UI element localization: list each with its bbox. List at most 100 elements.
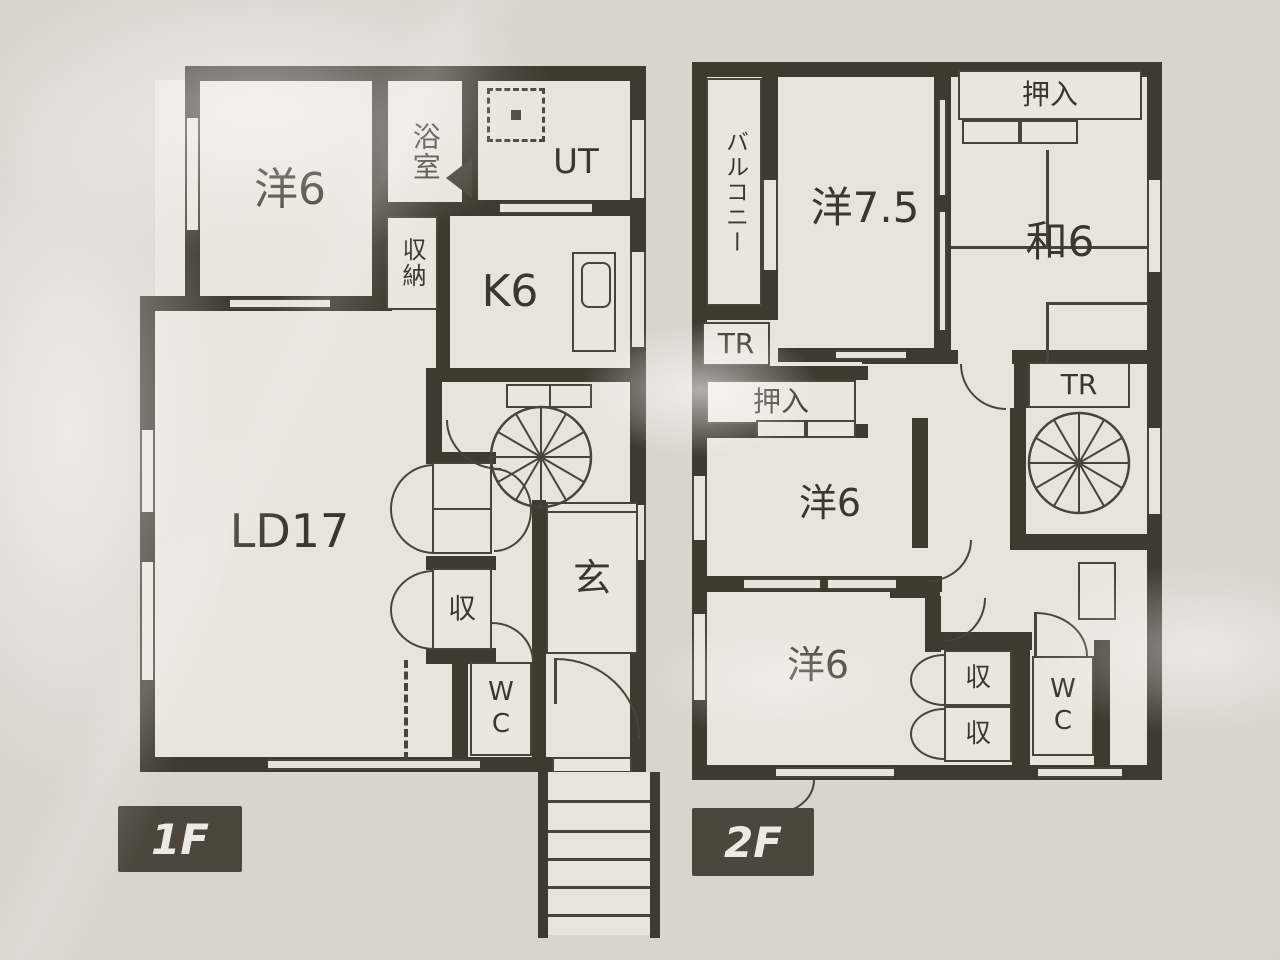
closet-divider <box>434 508 490 510</box>
tr-room-left: TR <box>702 322 770 366</box>
wc-room-2f: WC <box>1032 656 1094 756</box>
wall <box>452 648 468 758</box>
wall <box>1094 640 1110 765</box>
oshiire-door-mark <box>806 420 856 438</box>
oshiire-door-mark <box>756 420 806 438</box>
window <box>762 180 778 270</box>
window <box>630 252 646 347</box>
room-label: 押入 <box>752 385 809 418</box>
ut-hatch-center <box>511 110 521 120</box>
room-label: 洋6 <box>786 642 850 687</box>
window <box>500 202 592 214</box>
window <box>185 118 200 230</box>
kitchen-sink-icon <box>581 262 611 308</box>
tatami-line <box>1046 302 1148 305</box>
wall <box>1147 62 1162 780</box>
balcony: バルコニー <box>706 78 762 306</box>
kitchen-counter <box>572 252 616 352</box>
room-label: K6 <box>481 265 539 317</box>
ut-hatch-icon <box>487 88 545 142</box>
wall <box>912 418 928 548</box>
wall <box>532 500 546 758</box>
window <box>1147 428 1162 514</box>
door-leaf <box>554 658 557 704</box>
closet-shu: 収 <box>432 568 492 650</box>
wall <box>140 296 155 772</box>
room-label: WC <box>1048 674 1078 738</box>
hall-closet <box>432 462 492 554</box>
wall <box>1010 534 1148 550</box>
window <box>692 614 707 700</box>
room-label: バルコニー <box>721 129 748 255</box>
exterior-stairs-floor <box>548 772 650 935</box>
closet-shu-btm: 収 <box>944 706 1012 762</box>
window <box>268 759 480 770</box>
closet-shuno: 収納 <box>386 216 438 310</box>
room-label: 収 <box>964 663 991 693</box>
window <box>140 562 155 680</box>
window <box>828 578 896 590</box>
dashed-partition <box>404 660 408 760</box>
window <box>776 767 894 778</box>
wall <box>1010 408 1026 548</box>
stair-step <box>548 858 650 861</box>
window <box>230 298 330 309</box>
window <box>1038 767 1122 778</box>
stair-step <box>548 914 650 917</box>
window <box>140 430 155 512</box>
oshiire-door-mark <box>1020 120 1078 144</box>
wc-room-1f: WC <box>470 662 532 756</box>
room-label: 収納 <box>398 237 426 289</box>
wall <box>1014 362 1028 408</box>
room-label: LD17 <box>229 503 350 558</box>
floor-badge-label: 2F <box>724 817 782 867</box>
room-label: WC <box>486 677 516 741</box>
oshiire-top: 押入 <box>958 70 1142 120</box>
room-label: 収 <box>964 719 991 749</box>
tr-room-right: TR <box>1028 362 1130 408</box>
washbasin <box>1078 562 1116 620</box>
closet-shu-top: 収 <box>944 650 1012 706</box>
door-leaf <box>1034 612 1037 656</box>
wall <box>372 202 468 216</box>
spiral-staircase-1f <box>489 405 593 509</box>
stair-rail <box>538 772 548 938</box>
stair-step <box>548 886 650 889</box>
step-line <box>549 386 551 406</box>
room-label: 洋6 <box>254 163 326 215</box>
porch-step <box>552 757 632 773</box>
oshiire-door-mark <box>962 120 1020 144</box>
oshiire-mid: 押入 <box>706 380 856 424</box>
wall <box>426 368 630 382</box>
room-label: 収 <box>447 592 476 625</box>
room-label: 洋6 <box>798 480 862 525</box>
wall <box>1012 632 1030 765</box>
room-label: UT <box>553 142 599 183</box>
window <box>836 350 906 360</box>
spiral-staircase-2f <box>1027 411 1131 515</box>
wall <box>436 216 450 372</box>
window <box>692 476 707 540</box>
wall <box>692 306 778 320</box>
room-label: 押入 <box>1021 78 1078 111</box>
room-label: 玄 <box>572 556 611 600</box>
wall <box>426 368 442 464</box>
genkan-step-line <box>548 511 636 513</box>
window <box>744 578 820 590</box>
room-label: 洋7.5 <box>810 182 920 232</box>
genkan-area: 玄 <box>546 502 638 654</box>
stair-step <box>548 800 650 803</box>
room-label: TR <box>717 327 755 360</box>
window <box>630 120 646 198</box>
wall <box>692 366 868 380</box>
floor-badge-2f: 2F <box>692 808 814 876</box>
wall <box>185 66 645 81</box>
stair-rail <box>650 772 660 938</box>
floor-badge-1f: 1F <box>118 806 242 872</box>
floor-badge-label: 1F <box>151 814 209 864</box>
room-label: TR <box>1060 368 1098 401</box>
tatami-line <box>1046 302 1049 362</box>
stair-step <box>548 830 650 833</box>
room-label: 和6 <box>1025 216 1095 266</box>
